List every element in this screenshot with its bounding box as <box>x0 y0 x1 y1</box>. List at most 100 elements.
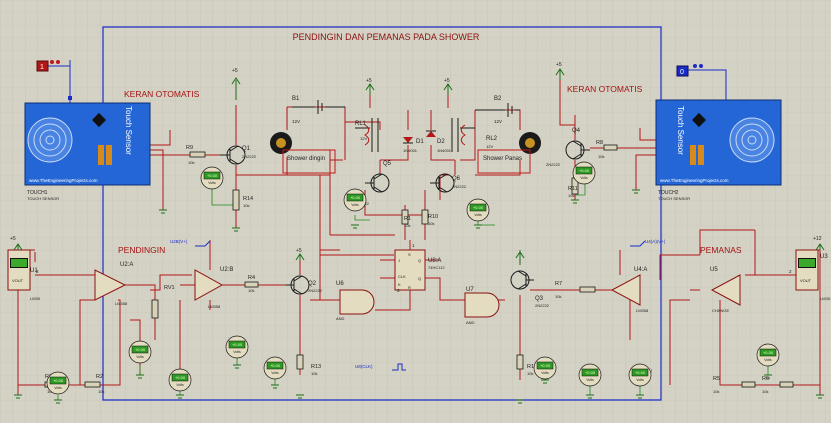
svg-text:Q6: Q6 <box>452 176 461 182</box>
svg-text:Shower Panas: Shower Panas <box>483 156 522 162</box>
svg-text:TOUCH1: TOUCH1 <box>27 190 48 196</box>
svg-text:www.TheEngineeringProjects.com: www.TheEngineeringProjects.com <box>29 178 98 183</box>
svg-text:0: 0 <box>680 69 684 76</box>
svg-text:U7: U7 <box>466 287 474 293</box>
svg-text:R13: R13 <box>311 364 321 370</box>
svg-text:10k: 10k <box>248 288 254 293</box>
svg-text:74HC112: 74HC112 <box>428 265 445 270</box>
svg-text:S: S <box>408 252 411 257</box>
diode-d2[interactable]: D2 1N4001 <box>426 130 452 153</box>
voltmeter-unit: Volts <box>541 371 549 375</box>
svg-text:www.TheEngineeringProjects.com: www.TheEngineeringProjects.com <box>660 178 729 183</box>
relay-rl1[interactable]: RL1 12V <box>355 118 379 152</box>
lm35-u1[interactable]: VOUT U1 LM35 <box>7 249 41 301</box>
diode-d1[interactable]: D1 1N4001 <box>403 137 424 153</box>
svg-text:R12: R12 <box>527 364 537 370</box>
svg-text:12V: 12V <box>292 119 300 124</box>
voltmeter-reading: +0.00 <box>232 342 243 347</box>
svg-text:CLK: CLK <box>398 274 406 279</box>
voltmeter-unit: Volts <box>54 386 62 390</box>
opamp-u2b[interactable]: U2:B LM358 <box>194 267 233 309</box>
transistor-q2[interactable]: Q2 2N2222 <box>286 275 323 295</box>
power-terminals <box>13 68 825 265</box>
voltmeter-reading: +0.00 <box>135 347 146 352</box>
svg-text:12V: 12V <box>360 136 367 141</box>
svg-text:TOUCH SENSOR: TOUCH SENSOR <box>27 196 59 201</box>
opamp-u2a[interactable]: U2:A LM358 <box>94 262 133 306</box>
ground-symbols <box>14 189 824 404</box>
svg-text:10k: 10k <box>311 371 317 376</box>
svg-text:U4:A: U4:A <box>634 267 647 273</box>
svg-text:AND: AND <box>466 320 475 325</box>
voltmeter-reading: +0.00 <box>579 168 590 173</box>
transistor-q1[interactable]: Q1 2N2222 <box>220 145 257 165</box>
voltmeter-reading: +0.00 <box>175 375 186 380</box>
power-labels: +5 +5 +5 +5 +5 +12 +5 <box>10 62 822 254</box>
label-pemanas: PEMANAS <box>700 245 742 255</box>
svg-text:10k: 10k <box>555 294 561 299</box>
touch-sensor-right[interactable]: Touch Sensor www.TheEngineeringProjects.… <box>655 99 782 201</box>
and-gate-u6[interactable]: U6 AND <box>336 281 375 321</box>
relay-rl2[interactable]: RL2 12V <box>451 118 498 152</box>
transistor-q3[interactable]: Q3 2N2222 <box>510 270 550 308</box>
voltmeter-reading: +0.00 <box>585 370 596 375</box>
svg-text:LM35: LM35 <box>30 296 41 301</box>
logic-probe-left[interactable]: 1 <box>36 60 72 103</box>
svg-text:U4(A)(V+): U4(A)(V+) <box>645 239 666 244</box>
svg-text:10k: 10k <box>598 154 604 159</box>
opamp-u4a[interactable]: U4:A LM358 <box>610 267 649 313</box>
svg-text:2N2222: 2N2222 <box>308 288 323 293</box>
svg-text:R10: R10 <box>428 214 438 220</box>
transistor-q4[interactable]: Q4 2N2222 <box>546 128 590 167</box>
resistors[interactable] <box>44 144 794 388</box>
voltmeter-unit: Volts <box>636 378 644 382</box>
voltmeter-reading: +0.00 <box>763 350 774 355</box>
svg-text:12V: 12V <box>486 144 493 149</box>
svg-text:1N4001: 1N4001 <box>437 148 452 153</box>
svg-text:RV1: RV1 <box>164 285 175 291</box>
voltmeter-unit: Volts <box>586 378 594 382</box>
svg-text:Q4: Q4 <box>572 128 581 134</box>
svg-text:2: 2 <box>789 269 792 274</box>
battery-b1[interactable]: B1 12V <box>292 96 345 124</box>
voltmeter-reading: +0.00 <box>350 195 361 200</box>
svg-text:R5: R5 <box>713 376 720 382</box>
transistor-q6[interactable]: Q6 2N2222 <box>430 173 467 193</box>
touch-sensor-left[interactable]: Touch Sensor www.TheEngineeringProjects.… <box>24 102 151 201</box>
svg-text:Q5: Q5 <box>383 161 392 167</box>
svg-text:+5: +5 <box>366 78 372 84</box>
fan-right-icon <box>519 132 541 154</box>
and-gate-u7[interactable]: U7 AND <box>464 287 500 325</box>
flipflop-u8a[interactable]: U8:A 74HC112 J Q CLK K Q S R <box>394 249 445 291</box>
svg-text:+5: +5 <box>556 62 562 68</box>
svg-text:U5: U5 <box>710 267 718 273</box>
battery-b2[interactable]: B2 12V <box>475 96 520 124</box>
svg-text:2N2222: 2N2222 <box>535 303 550 308</box>
svg-text:+12: +12 <box>813 236 822 242</box>
lm35-u3[interactable]: VOUT U3 LM35 <box>795 249 831 301</box>
svg-text:B1: B1 <box>292 96 300 102</box>
buffer-u5[interactable]: U5 CHANGE <box>710 267 741 313</box>
logic-probe-right[interactable]: 0 <box>676 64 727 100</box>
svg-text:+5: +5 <box>296 248 302 254</box>
voltmeter-unit: Volts <box>176 383 184 387</box>
svg-text:D2: D2 <box>437 139 445 145</box>
svg-text:10k: 10k <box>762 389 768 394</box>
voltmeter-reading: +0.00 <box>635 370 646 375</box>
voltmeter-reading: +0.00 <box>207 173 218 178</box>
